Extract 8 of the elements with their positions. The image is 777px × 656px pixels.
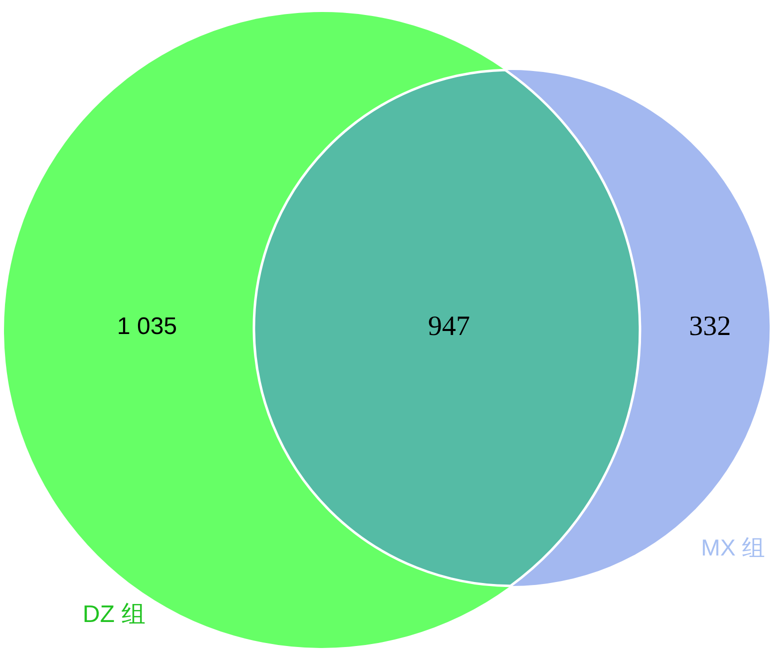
overlap-region	[254, 70, 640, 586]
venn-region	[505, 70, 770, 586]
set-label: DZ 组	[82, 603, 146, 627]
count-label: 947	[428, 312, 470, 341]
count-label: 332	[688, 313, 731, 341]
count-label: 1 035	[116, 314, 178, 339]
venn-region	[4, 12, 511, 648]
set-label: MX 组	[701, 536, 765, 560]
